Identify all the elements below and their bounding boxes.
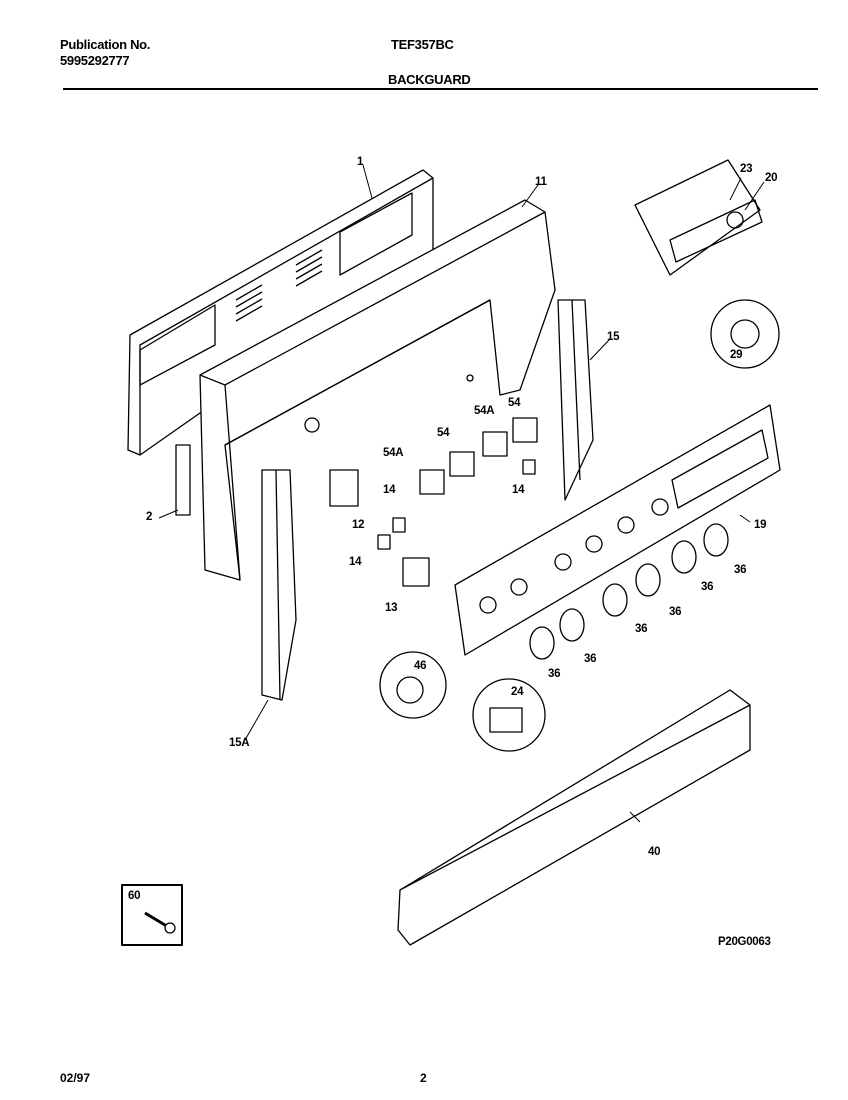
model-number: TEF357BC [391, 37, 454, 52]
callout-54: 54 [437, 427, 450, 439]
callout-15: 15 [607, 331, 620, 343]
callout-46: 46 [414, 660, 427, 672]
callout-12: 12 [352, 519, 365, 531]
callout-36: 36 [548, 668, 561, 680]
leader-lines [158, 164, 765, 823]
callout-54: 54 [508, 397, 521, 409]
section-title: BACKGUARD [388, 72, 471, 87]
callout-14: 14 [383, 484, 396, 496]
callout-36: 36 [701, 581, 714, 593]
callout-15A: 15A [229, 737, 250, 749]
part-bracket-clip [175, 444, 191, 516]
part-side-bracket-left [261, 469, 297, 701]
footer-date: 02/97 [60, 1071, 91, 1085]
callout-24: 24 [511, 686, 524, 698]
publication-number: 5995292777 [60, 53, 130, 68]
part-side-bracket-right [557, 299, 594, 501]
callout-13: 13 [385, 602, 398, 614]
callout-36: 36 [584, 653, 597, 665]
callout-20: 20 [765, 172, 778, 184]
drawing-code: P20G0063 [718, 936, 771, 948]
part-clock-module [634, 159, 763, 276]
callout-11: 11 [535, 176, 547, 188]
screw-detail-box [121, 884, 183, 946]
header-rule [63, 88, 818, 90]
publication-label: Publication No. [60, 37, 151, 52]
callout-36: 36 [734, 564, 747, 576]
callout-60: 60 [128, 890, 141, 902]
callout-19: 19 [754, 519, 767, 531]
callout-54A: 54A [383, 447, 404, 459]
callout-54A: 54A [474, 405, 495, 417]
callout-14: 14 [349, 556, 362, 568]
callout-40: 40 [648, 846, 661, 858]
callout-36: 36 [669, 606, 682, 618]
page-number: 2 [420, 1071, 427, 1085]
part-knobs [529, 523, 729, 660]
part-trim-strip [397, 689, 751, 946]
callout-14: 14 [512, 484, 525, 496]
part-control-panel [454, 404, 781, 656]
part-switches [329, 417, 538, 587]
callout-1: 1 [357, 156, 364, 168]
callout-29: 29 [730, 349, 743, 361]
part-backguard-frame [199, 199, 556, 581]
callout-23: 23 [740, 163, 753, 175]
callout-36: 36 [635, 623, 648, 635]
callout-2: 2 [146, 511, 153, 523]
